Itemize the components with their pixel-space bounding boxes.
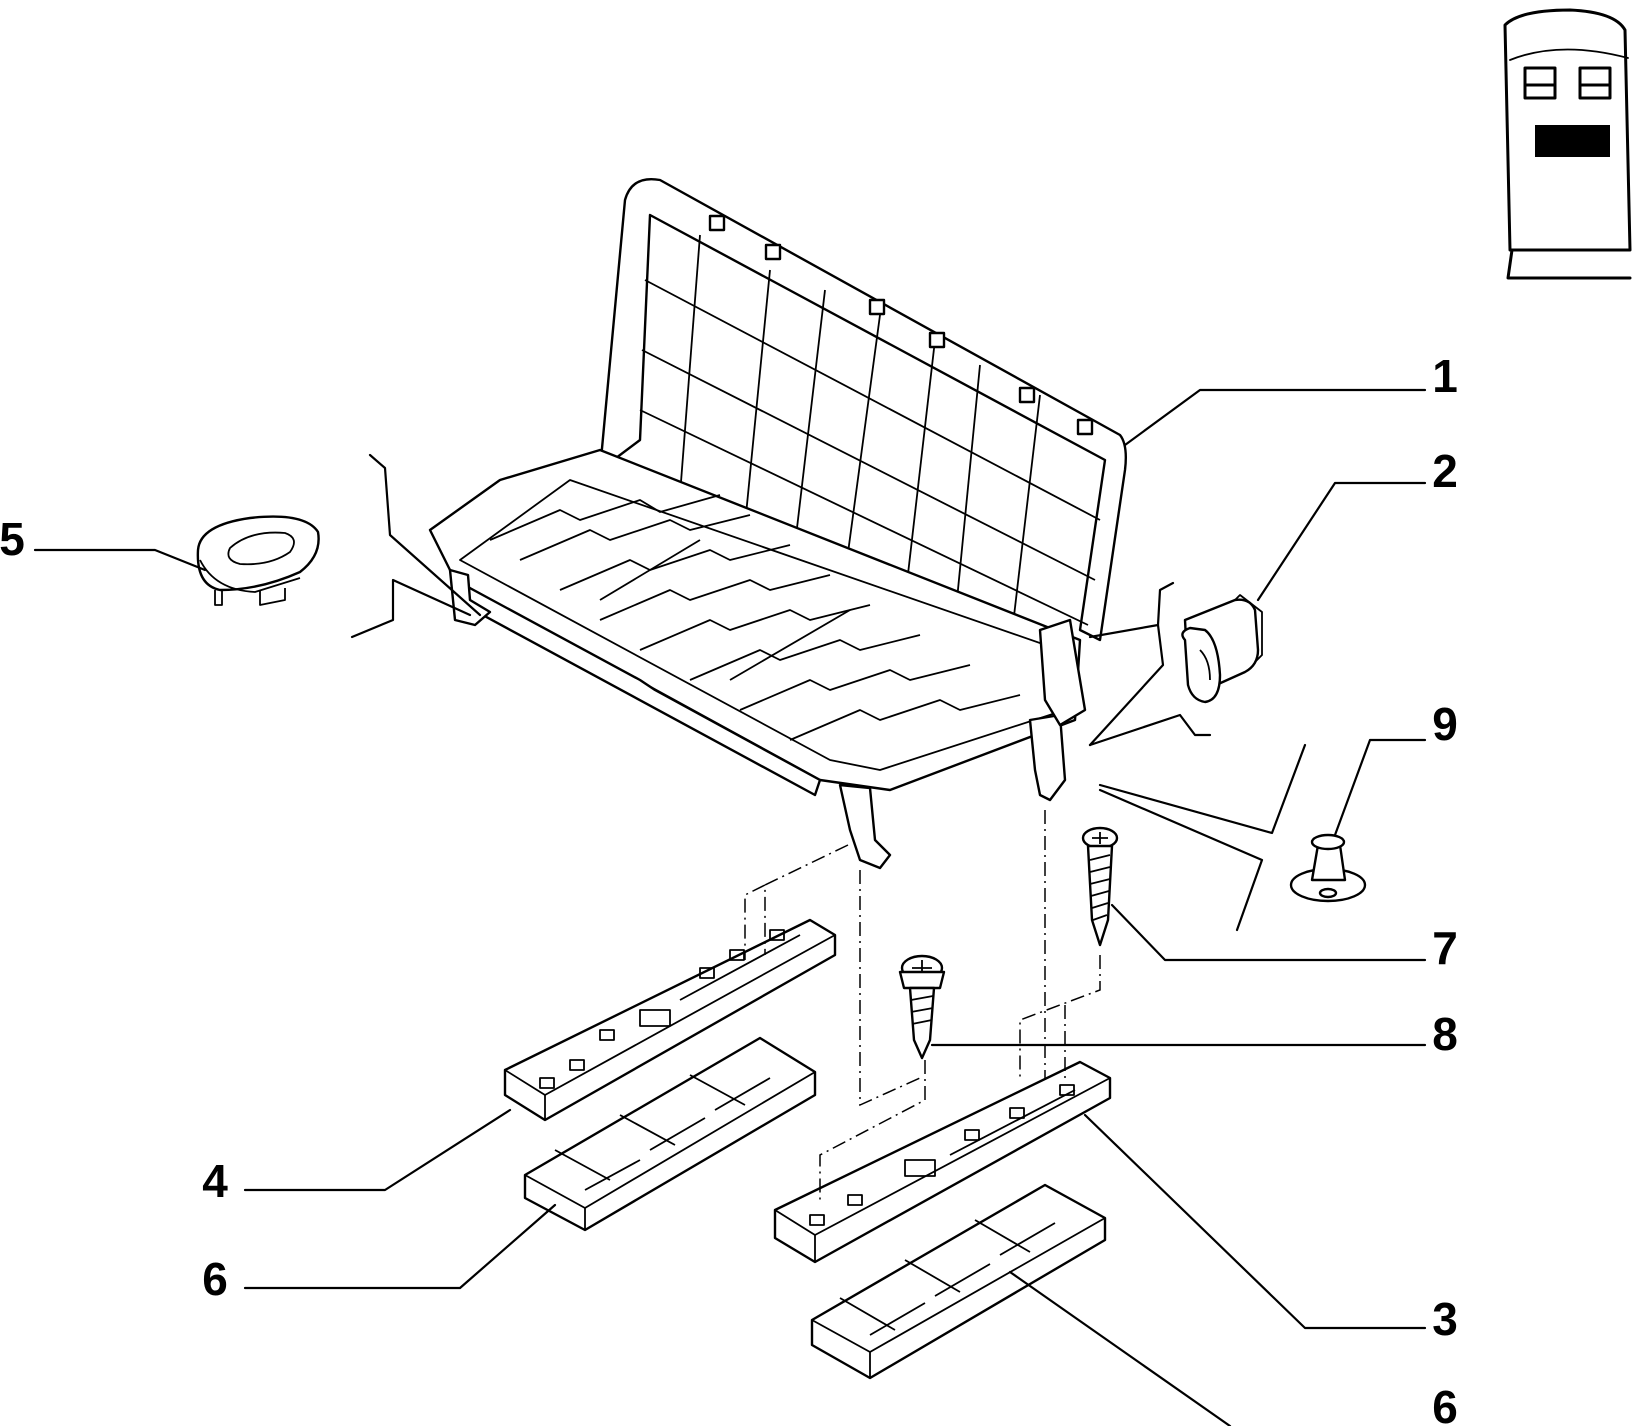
leader-3 [1083,1113,1427,1330]
bolt-part-9 [1289,833,1367,903]
seat-frame-part-1 [428,178,1128,870]
bushing-part-2 [1181,594,1263,704]
clip-part-5 [196,515,320,606]
context-lines [350,453,1307,932]
callout-6-right: 6 [1432,1381,1458,1426]
leader-2 [1256,481,1427,602]
callout-3: 3 [1432,1293,1458,1345]
van-seat-layout-icon [1503,8,1632,280]
callout-4: 4 [202,1155,228,1207]
callout-8: 8 [1432,1008,1458,1060]
screw-part-7 [1081,826,1119,947]
callout-6-left: 6 [202,1253,228,1305]
leader-1 [1123,388,1427,447]
leader-6b [1008,1270,1232,1426]
leader-9 [1333,738,1427,837]
leader-5 [33,548,207,572]
leader-lines [33,388,1427,1426]
leader-6a [243,1203,557,1290]
rail-part-4 [503,918,837,1122]
callout-9: 9 [1432,698,1458,750]
screw-part-8 [898,954,946,1060]
callout-7: 7 [1432,922,1458,974]
assembly-lines [744,810,1101,1200]
slide-block-part-6b [810,1183,1107,1380]
slide-block-part-6a [523,1036,817,1232]
rail-part-3 [773,1060,1112,1264]
callout-2: 2 [1432,445,1458,497]
leader-4 [243,1108,512,1192]
callout-5: 5 [0,513,25,565]
leader-7 [1110,903,1427,962]
callout-1: 1 [1432,350,1458,402]
